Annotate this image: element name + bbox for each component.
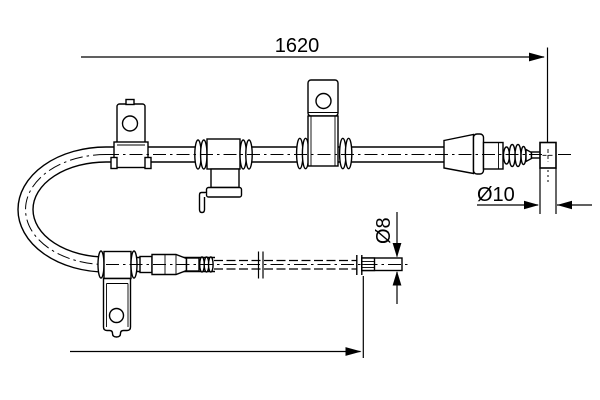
dim-label-dia10: Ø10 — [477, 184, 515, 206]
bracket3-hole — [108, 307, 125, 324]
dim-arrow-left — [557, 200, 572, 210]
bracket1-foot-left — [110, 156, 118, 170]
mounting-bracket-upper-left — [110, 98, 152, 170]
dim-arrow-down — [392, 243, 402, 258]
dim-label-1620: 1620 — [275, 35, 320, 57]
barrel-end-fitting — [539, 141, 557, 184]
lower-adjuster-assembly — [139, 253, 214, 276]
dim-arrow-right — [524, 200, 539, 210]
dimension-end-diameter: Ø10 — [477, 168, 592, 214]
dim-arrow-up — [392, 271, 402, 286]
bracket3-tab — [102, 277, 132, 338]
middle-adjuster-block — [194, 138, 253, 214]
mounting-bracket-lower — [97, 250, 138, 338]
mounting-bracket-upper-right — [295, 79, 353, 170]
hanging-bracket-body — [210, 168, 240, 189]
bracket1-tab-bump — [125, 98, 135, 106]
dim-arrow-right — [529, 52, 545, 62]
dimension-rod-diameter: Ø8 — [373, 212, 402, 304]
end-cylinder — [482, 141, 504, 170]
grommet-ring — [97, 250, 105, 279]
hanging-hook — [198, 191, 207, 214]
dimension-lower-length — [70, 276, 364, 358]
bracket1-foot-right — [144, 156, 152, 170]
bracket2-hole — [315, 92, 332, 110]
bracket1-hole — [121, 115, 139, 132]
cable-u-bend — [17, 146, 107, 273]
dimension-overall-length: 1620 — [81, 35, 549, 142]
grommet-ring — [344, 137, 353, 170]
upper-cable-run — [25, 79, 572, 265]
dim-label-dia8: Ø8 — [373, 217, 395, 244]
dim-arrow-right — [345, 347, 362, 356]
bracket2-clamp — [307, 115, 339, 167]
lower-cable-run — [97, 250, 408, 338]
end-bellows-rings — [502, 143, 533, 168]
hanging-bracket-lip — [205, 186, 243, 198]
centerline-arc — [25, 154, 107, 265]
end-taper — [525, 148, 533, 163]
